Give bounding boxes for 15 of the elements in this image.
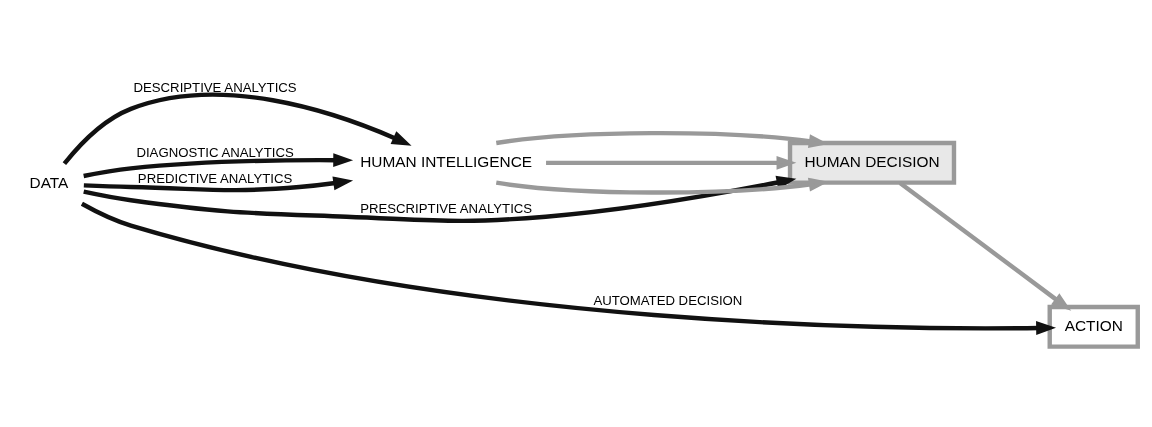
edge-label: DIAGNOSTIC ANALYTICS bbox=[136, 144, 294, 160]
edge-label: PRESCRIPTIVE ANALYTICS bbox=[360, 200, 533, 216]
edge-label: DESCRIPTIVE ANALYTICS bbox=[133, 79, 297, 95]
arrow bbox=[62, 92, 412, 165]
arrow bbox=[83, 152, 354, 178]
node-box: HUMAN DECISION bbox=[787, 140, 957, 185]
node-text: HUMAN INTELLIGENCE bbox=[360, 152, 533, 170]
arrow bbox=[83, 175, 354, 192]
edge-label: PREDICTIVE ANALYTICS bbox=[137, 170, 293, 186]
arrow bbox=[80, 201, 1056, 335]
node-text: DATA bbox=[29, 173, 69, 191]
edge-label: AUTOMATED DECISION bbox=[593, 292, 743, 308]
node-box: ACTION bbox=[1047, 304, 1140, 349]
arrow bbox=[83, 175, 797, 223]
arrow bbox=[546, 155, 797, 170]
